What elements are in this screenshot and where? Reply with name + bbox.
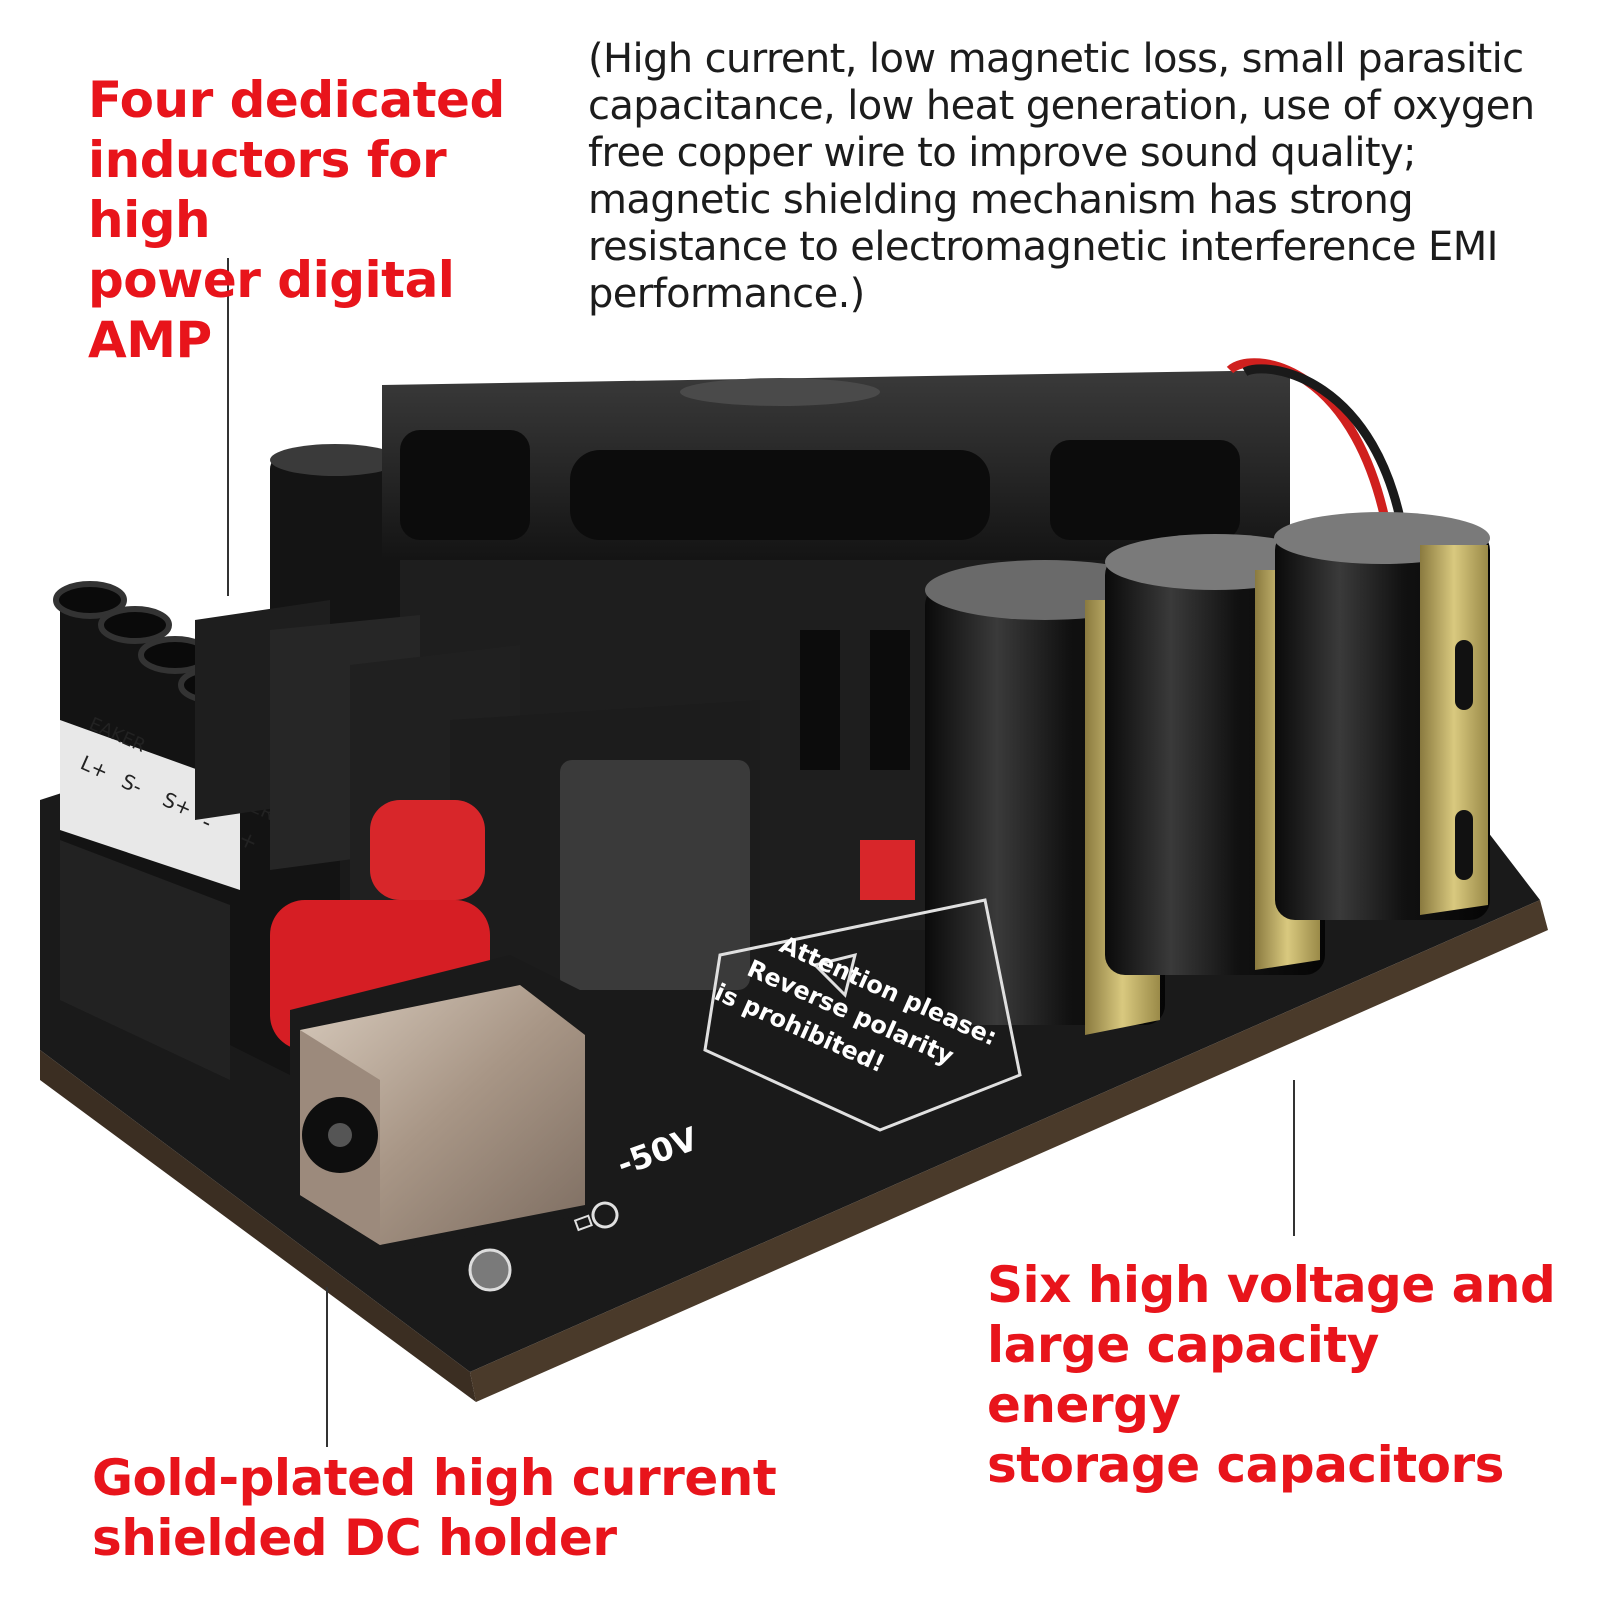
callout-line: Four dedicated [88, 71, 505, 129]
callout-line: Gold-plated high current [92, 1449, 777, 1507]
callout-line: shielded DC holder [92, 1509, 617, 1567]
capacitors-callout: Six high voltage and large capacity ener… [987, 1255, 1587, 1495]
inductor-leader-line [227, 258, 229, 596]
warning-silkscreen: Attention please: Reverse polarity is pr… [573, 898, 1022, 1232]
small-capacitor [270, 444, 400, 685]
svg-text:POWER: POWER [208, 779, 277, 825]
description-line: free copper wire to improve sound qualit… [588, 130, 1417, 176]
svg-text:+: + [234, 826, 261, 856]
callout-line: large capacity energy [987, 1316, 1379, 1434]
svg-text:is prohibited!: is prohibited! [710, 978, 889, 1078]
dc-polarity-icon [573, 1201, 619, 1232]
svg-text:S-: S- [118, 769, 146, 799]
description-line: (High current, low magnetic loss, small … [588, 36, 1524, 82]
inductors-description: (High current, low magnetic loss, small … [588, 36, 1588, 318]
cooling-fan [382, 370, 1290, 930]
callout-line: power digital AMP [88, 251, 455, 369]
svg-text:S+: S+ [159, 787, 196, 821]
svg-text:Attention please:: Attention please: [776, 930, 1002, 1051]
terminal-block: EAKER L+ S- S+ POWER - + [53, 581, 340, 1100]
description-line: capacitance, low heat generation, use of… [588, 83, 1535, 129]
dc-holder [290, 955, 610, 1292]
dc-holder-callout: Gold-plated high current shielded DC hol… [92, 1448, 792, 1568]
description-line: performance.) [588, 271, 865, 317]
capacitor-leader-line [1293, 1080, 1295, 1236]
svg-text:-: - [198, 810, 215, 836]
dc-holder-leader-line [326, 1287, 328, 1447]
svg-text:L+: L+ [77, 751, 112, 784]
svg-text:EAKER: EAKER [86, 713, 149, 756]
film-capacitors [270, 800, 915, 1050]
callout-line: inductors for high [88, 131, 447, 249]
inductors-callout: Four dedicated inductors for high power … [88, 70, 568, 370]
description-line: magnetic shielding mechanism has strong [588, 177, 1414, 223]
inductors [195, 600, 760, 1000]
svg-text:-50V: -50V [612, 1120, 703, 1184]
electrolytic-capacitors [925, 512, 1490, 1035]
warning-triangle-icon [812, 952, 858, 998]
svg-text:Reverse polarity: Reverse polarity [743, 954, 958, 1070]
description-line: resistance to electromagnetic interferen… [588, 224, 1498, 270]
callout-line: Six high voltage and [987, 1256, 1556, 1314]
callout-line: storage capacitors [987, 1436, 1504, 1494]
